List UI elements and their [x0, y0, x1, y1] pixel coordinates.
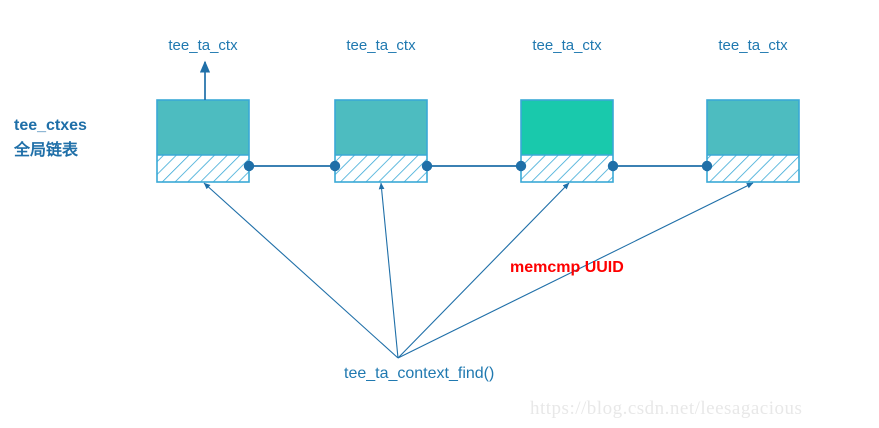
- lookup-arrows: [203, 182, 754, 359]
- watermark: https://blog.csdn.net/leesagacious: [530, 398, 803, 419]
- node-box-4: [701, 99, 800, 183]
- lookup-arrow-to-node-4: [397, 182, 754, 359]
- node-3-prev-dot: [515, 160, 527, 172]
- global-list-label-line2: 全局链表: [14, 142, 79, 159]
- node-4-prev-dot: [701, 160, 713, 172]
- node-2-prev-dot: [329, 160, 341, 172]
- node-box-3: [515, 99, 619, 183]
- node-1-next-dot: [243, 160, 255, 172]
- global-list-label: tee_ctxes 全局链表: [14, 113, 87, 163]
- node-label-3: tee_ta_ctx: [532, 37, 602, 54]
- node-label-4: tee_ta_ctx: [718, 37, 788, 54]
- node-label-2: tee_ta_ctx: [346, 37, 416, 54]
- node-3-next-dot: [607, 160, 619, 172]
- lookup-arrow-to-node-2: [378, 182, 399, 359]
- lookup-arrow-to-node-1: [203, 182, 399, 359]
- node-2-next-dot: [421, 160, 433, 172]
- global-list-label-line1: tee_ctxes: [14, 117, 87, 134]
- node-box-1: [156, 60, 255, 183]
- node-box-2: [329, 99, 433, 183]
- memcmp-uuid-label: memcmp UUID: [510, 259, 624, 276]
- function-label: tee_ta_context_find(): [344, 365, 495, 382]
- node-label-1: tee_ta_ctx: [168, 37, 238, 54]
- lookup-arrow-to-node-3: [397, 182, 570, 359]
